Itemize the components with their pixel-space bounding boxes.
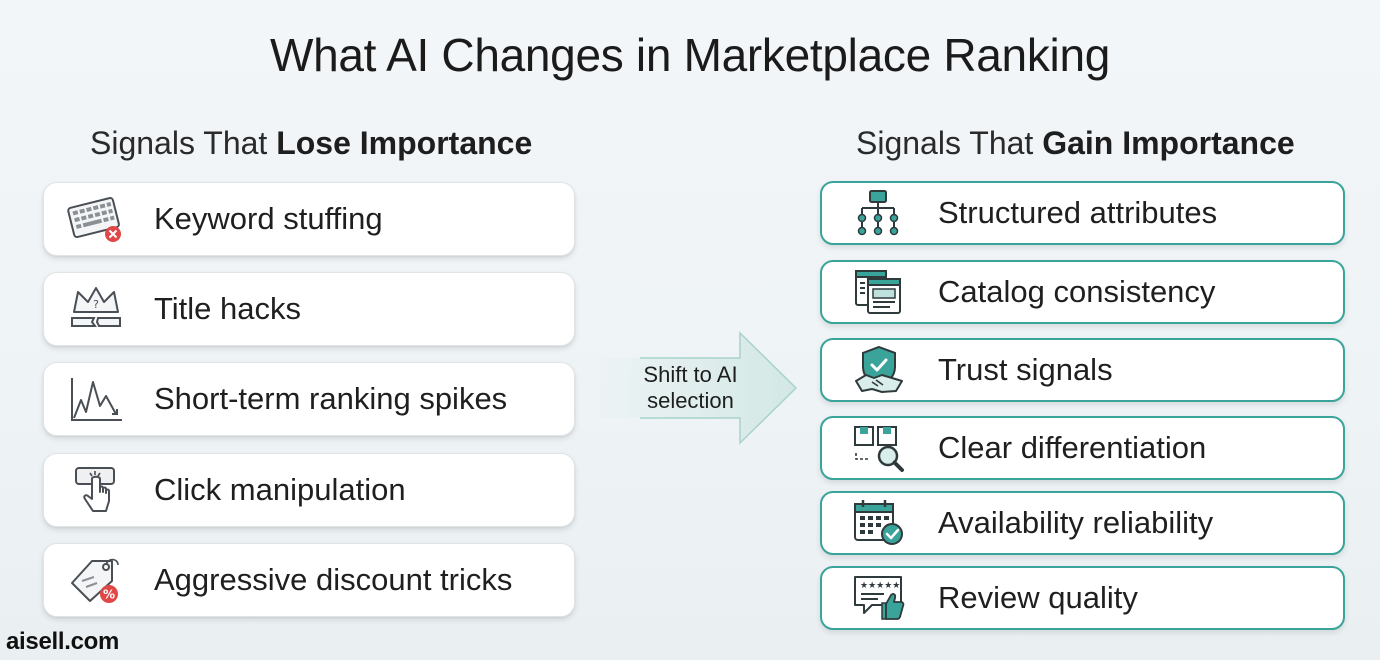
- footer-brand: aisell.com: [6, 628, 120, 655]
- lose-item-short-term-spikes: Short-term ranking spikes: [43, 362, 575, 436]
- right-heading-bold: Gain Importance: [1042, 125, 1295, 161]
- lose-item-label: Title hacks: [154, 291, 302, 326]
- lose-item-label: Short-term ranking spikes: [154, 381, 508, 416]
- gain-item-label: Trust signals: [938, 352, 1113, 387]
- arrow-shape: [600, 331, 798, 445]
- calendar-check-icon: [854, 500, 903, 545]
- gain-item-review-quality: ★★★★★ Review quality: [820, 566, 1345, 630]
- lose-item-label: Aggressive discount tricks: [154, 562, 513, 597]
- gain-item-label: Catalog consistency: [938, 274, 1216, 309]
- hierarchy-icon: [857, 190, 899, 236]
- lose-item-keyword-stuffing: Keyword stuffing: [43, 182, 575, 256]
- discount-tag-icon: %: [71, 558, 119, 603]
- shift-arrow: Shift to AI selection: [600, 330, 800, 446]
- gain-item-trust-signals: Trust signals: [820, 338, 1345, 402]
- gain-item-label: Availability reliability: [938, 505, 1214, 540]
- left-heading-bold: Lose Importance: [276, 125, 533, 161]
- compare-magnifier-icon: [854, 426, 904, 472]
- lose-item-discount-tricks: % Aggressive discount tricks: [43, 543, 575, 617]
- lose-item-label: Keyword stuffing: [154, 201, 383, 236]
- lose-item-title-hacks: ? Title hacks: [43, 272, 575, 346]
- svg-text:?: ?: [93, 298, 99, 311]
- arrow-label-line2: selection: [647, 388, 734, 413]
- gain-item-label: Structured attributes: [938, 195, 1218, 230]
- catalog-pages-icon: [855, 270, 901, 314]
- spike-chart-icon: [71, 378, 122, 421]
- keyboard-x-icon: [67, 197, 121, 242]
- gain-item-availability-reliability: Availability reliability: [820, 491, 1345, 555]
- right-heading-prefix: Signals That: [856, 125, 1043, 161]
- svg-text:%: %: [103, 588, 115, 602]
- review-thumbs-up-icon: ★★★★★: [854, 576, 905, 620]
- page-title: What AI Changes in Marketplace Ranking: [269, 29, 1111, 81]
- broken-crown-icon: ?: [71, 287, 121, 327]
- lose-importance-heading: Signals That Lose Importance: [90, 125, 532, 162]
- shield-handshake-icon: [855, 345, 903, 393]
- gain-item-catalog-consistency: Catalog consistency: [820, 260, 1345, 324]
- click-cursor-icon: [75, 467, 115, 512]
- left-heading-prefix: Signals That: [90, 125, 277, 161]
- gain-item-clear-differentiation: Clear differentiation: [820, 416, 1345, 480]
- gain-item-label: Review quality: [938, 580, 1138, 615]
- arrow-label: Shift to AI selection: [618, 362, 763, 414]
- lose-item-click-manipulation: Click manipulation: [43, 453, 575, 527]
- arrow-label-line1: Shift to AI: [643, 362, 738, 387]
- lose-item-label: Click manipulation: [154, 472, 406, 507]
- svg-text:★★★★★: ★★★★★: [860, 581, 900, 591]
- gain-importance-heading: Signals That Gain Importance: [856, 125, 1295, 162]
- gain-item-label: Clear differentiation: [938, 430, 1207, 465]
- gain-item-structured-attributes: Structured attributes: [820, 181, 1345, 245]
